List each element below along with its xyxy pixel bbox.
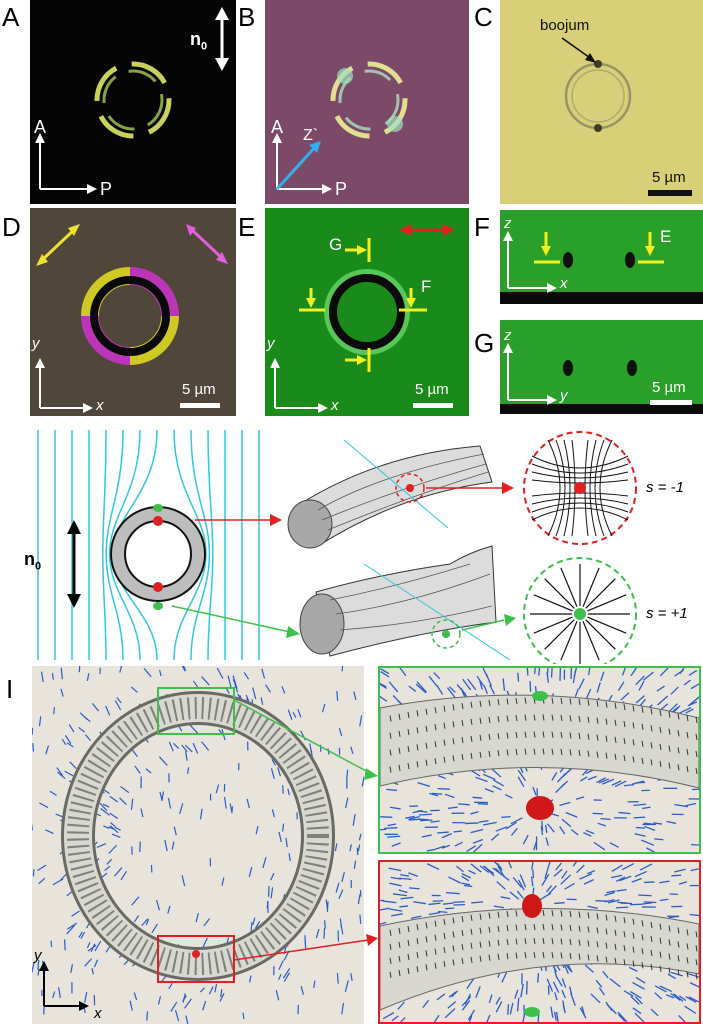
analyzer-label: A (34, 117, 47, 137)
axis-x-label: x (560, 275, 568, 292)
panel-e-fluorescence-image: G F y x 5 µm (265, 208, 469, 416)
radial-defect-lines (530, 564, 630, 664)
panel-label-c: C (474, 2, 493, 32)
axis-z-label: z (504, 327, 512, 344)
panel-d-compensated-image: y x 5 µm (30, 208, 236, 416)
panel-b-compensator-image: A P Z` (265, 0, 469, 204)
panel-f-cross-section: z x E (500, 210, 703, 304)
panel-i-zoom-red (378, 860, 701, 1024)
axis-y-label: y (560, 387, 568, 404)
polarizer-label: P (100, 179, 113, 199)
panel-label-a: A (2, 2, 20, 32)
charge-label-top: s = -1 (646, 479, 684, 496)
axis-y-label: y (32, 335, 40, 352)
panel-a-polarizing-image: A P n0 (30, 0, 236, 204)
axis-x-label: x (96, 397, 104, 414)
analyzer-label: A (271, 117, 284, 137)
polarizer-label: P (335, 179, 348, 199)
axis-z-label: z (504, 215, 512, 232)
panel-g-cross-section: z y 5 µm (500, 320, 703, 414)
scale-bar-label: 5 µm (652, 379, 686, 396)
axis-y-label: y (267, 335, 275, 352)
scale-bar-label: 5 µm (415, 381, 449, 398)
panel-h-schematic: n0 s = -1 s = +1 (0, 424, 703, 664)
tube-bottom (299, 545, 511, 661)
panel-label-d: D (2, 212, 21, 242)
axis-x-label: x (331, 397, 339, 414)
panel-i-zoom-green (378, 666, 701, 854)
scale-bar-label: 5 µm (182, 381, 216, 398)
panel-label-e: E (238, 212, 256, 242)
director-label: n0 (24, 549, 42, 573)
tube-top (287, 439, 493, 549)
slow-axis-label: Z` (303, 127, 319, 144)
boojum-label: boojum (540, 17, 590, 34)
panel-label-i: I (6, 674, 14, 704)
panel-label-g: G (474, 328, 495, 358)
panel-label-b: B (238, 2, 256, 32)
director-label: n0 (190, 29, 208, 53)
scale-bar-label: 5 µm (652, 169, 686, 186)
axis-y-label: y (34, 947, 42, 964)
panel-c-bright-field-image: boojum 5 µm (500, 0, 703, 204)
axis-x-label: x (94, 1005, 102, 1022)
charge-label-bottom: s = +1 (646, 605, 688, 622)
cut-e-label: E (660, 227, 672, 246)
panel-i-simulation: y x (32, 666, 364, 1024)
cut-g-label: G (329, 235, 343, 254)
panel-label-f: F (474, 212, 490, 242)
cut-f-label: F (421, 277, 432, 296)
